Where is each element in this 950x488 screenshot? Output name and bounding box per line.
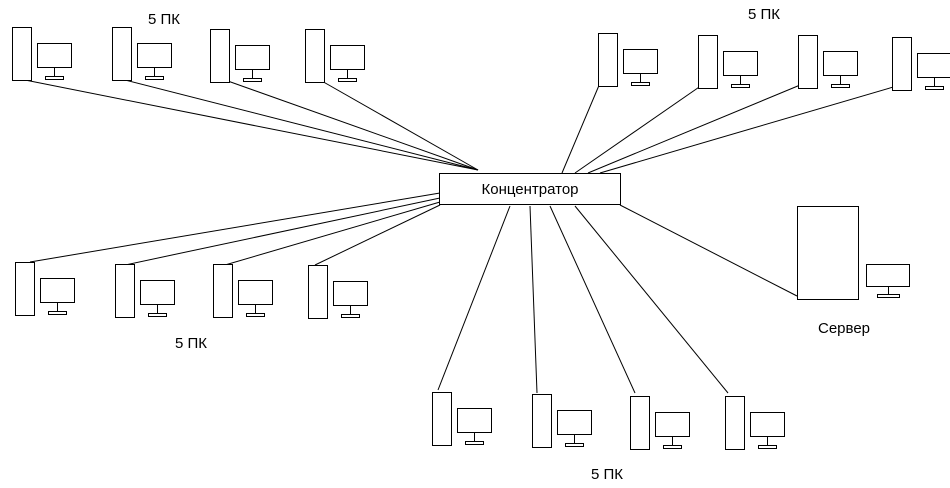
pc-tower xyxy=(305,29,325,83)
monitor-base xyxy=(148,313,167,317)
cable-line xyxy=(529,205,538,394)
monitor-screen xyxy=(37,43,72,68)
workstation xyxy=(630,396,690,450)
cable-line xyxy=(29,192,441,263)
group-label-top-left: 5 ПК xyxy=(148,11,181,28)
pc-tower xyxy=(432,392,452,446)
monitor-screen xyxy=(333,281,368,306)
monitor-base xyxy=(925,86,944,90)
monitor-base xyxy=(831,84,850,88)
pc-tower xyxy=(115,264,135,318)
monitor-screen xyxy=(40,278,75,303)
server xyxy=(797,206,910,300)
pc-tower xyxy=(630,396,650,450)
cable-line xyxy=(124,79,479,171)
monitor-screen xyxy=(655,412,690,437)
monitor-base xyxy=(631,82,650,86)
workstation xyxy=(698,35,758,89)
hub-box: Концентратор xyxy=(439,173,621,205)
cable-line xyxy=(124,197,441,266)
cable-line xyxy=(314,204,441,266)
pc-tower xyxy=(12,27,32,81)
monitor-screen xyxy=(823,51,858,76)
pc-tower xyxy=(532,394,552,448)
monitor-screen xyxy=(238,280,273,305)
workstation xyxy=(210,29,270,83)
group-label-top-right: 5 ПК xyxy=(748,6,781,23)
server-monitor-base xyxy=(877,294,900,298)
pc-tower xyxy=(15,262,35,316)
workstation xyxy=(598,33,658,87)
monitor-base xyxy=(48,311,67,315)
cable-line xyxy=(437,205,511,391)
monitor-base xyxy=(246,313,265,317)
cables-group xyxy=(24,79,908,394)
monitor-base xyxy=(341,314,360,318)
monitor-screen xyxy=(917,53,950,78)
workstation xyxy=(432,392,492,446)
monitor-base xyxy=(338,78,357,82)
workstation xyxy=(213,264,273,318)
server-monitor-screen xyxy=(866,264,910,287)
hub-label: Концентратор xyxy=(481,180,579,198)
monitor-base xyxy=(663,445,682,449)
monitor-screen xyxy=(723,51,758,76)
monitor-base xyxy=(465,441,484,445)
cable-line xyxy=(574,82,706,174)
monitor-base xyxy=(565,443,584,447)
pc-tower xyxy=(698,35,718,89)
monitor-screen xyxy=(330,45,365,70)
pc-tower xyxy=(112,27,132,81)
monitor-base xyxy=(731,84,750,88)
server-tower xyxy=(797,206,859,300)
workstation xyxy=(12,27,72,81)
monitor-screen xyxy=(457,408,492,433)
monitor-screen xyxy=(140,280,175,305)
monitor-base xyxy=(758,445,777,449)
pc-tower xyxy=(598,33,618,87)
cable-line xyxy=(599,82,908,174)
cable-line xyxy=(224,201,441,266)
cable-line xyxy=(224,79,479,171)
workstation xyxy=(115,264,175,318)
monitor-base xyxy=(45,76,64,80)
monitor-screen xyxy=(623,49,658,74)
cable-line xyxy=(24,79,479,171)
pc-tower xyxy=(308,265,328,319)
workstation xyxy=(305,29,365,83)
workstation xyxy=(308,265,368,319)
monitor-screen xyxy=(557,410,592,435)
group-label-bottom-left: 5 ПК xyxy=(175,335,208,352)
monitor-screen xyxy=(750,412,785,437)
pc-tower xyxy=(725,396,745,450)
workstation xyxy=(798,35,858,89)
workstation xyxy=(725,396,785,450)
cable-line xyxy=(319,79,479,171)
cable-line xyxy=(561,82,601,174)
pc-tower xyxy=(798,35,818,89)
monitor-screen xyxy=(235,45,270,70)
monitor-base xyxy=(145,76,164,80)
cable-line xyxy=(619,204,798,297)
workstation xyxy=(892,37,950,91)
cable-line xyxy=(587,82,806,174)
cable-line xyxy=(574,205,729,394)
cable-line xyxy=(549,205,636,394)
monitor-screen xyxy=(137,43,172,68)
group-label-bottom-center: 5 ПК xyxy=(591,466,624,483)
pc-tower xyxy=(210,29,230,83)
pc-tower xyxy=(213,264,233,318)
workstation xyxy=(112,27,172,81)
pc-tower xyxy=(892,37,912,91)
monitor-base xyxy=(243,78,262,82)
server-label: Сервер xyxy=(818,320,871,337)
workstation xyxy=(532,394,592,448)
workstation xyxy=(15,262,75,316)
